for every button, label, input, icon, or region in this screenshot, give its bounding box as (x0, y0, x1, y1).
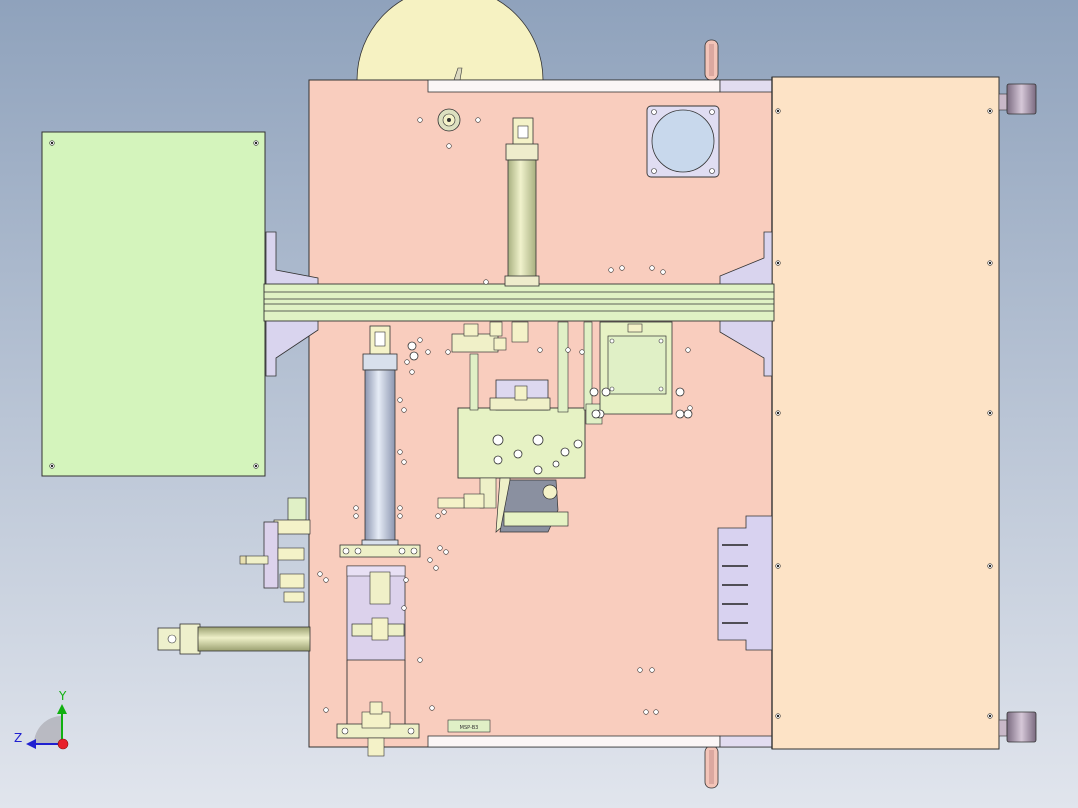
bolt-head (776, 564, 780, 568)
axis-triad: Y Z (14, 689, 69, 750)
bolt-hole (417, 657, 423, 663)
bolt-hole (483, 279, 489, 285)
bolt-hole (353, 505, 359, 511)
z-axis-arrow (26, 739, 36, 749)
bolt-hole-large (409, 351, 419, 361)
cylinder-mount (339, 544, 421, 558)
y-axis-label: Y (58, 689, 67, 703)
z-axis-label: Z (14, 731, 22, 745)
bolt-hole (437, 545, 443, 551)
bolt-hole-large (589, 387, 599, 397)
h-cylinder-body (197, 626, 311, 652)
bolt-hole (433, 565, 439, 571)
bolt-hole (317, 571, 323, 577)
bolt-head (50, 464, 54, 468)
fitting-block (451, 333, 499, 353)
bolt-hole (401, 459, 407, 465)
bolt-hole (643, 709, 649, 715)
bolt-head (50, 141, 54, 145)
bolt-hole (417, 337, 423, 343)
bolt-hole (323, 577, 329, 583)
cylinder-top-body (507, 159, 537, 279)
bolt-hole-large (675, 387, 685, 397)
comb-teeth (722, 544, 748, 624)
bolt-head (254, 141, 258, 145)
bolt-hole (445, 349, 451, 355)
bolt-hole (475, 117, 481, 123)
bolt-head (776, 714, 780, 718)
bolt-head (776, 109, 780, 113)
bolt-head (776, 261, 780, 265)
bolt-hole (687, 405, 693, 411)
bolt-hole-large (675, 409, 685, 419)
bolt-head (988, 411, 992, 415)
valve-block (457, 407, 586, 479)
bolt-hole (619, 265, 625, 271)
bolt-holes (49, 108, 993, 719)
bolt-hole (397, 397, 403, 403)
knob-bottom (1006, 711, 1037, 743)
bottom-slot (427, 735, 721, 748)
bolt-hole (537, 347, 543, 353)
bolt-hole (401, 407, 407, 413)
bolt-hole (404, 359, 410, 365)
bolt-hole (353, 513, 359, 519)
side-lavender-plate (263, 521, 279, 589)
bolt-hole (397, 513, 403, 519)
bolt-hole-large (683, 409, 693, 419)
top-slot (427, 79, 721, 93)
bolt-head (988, 261, 992, 265)
x-axis-dot (57, 738, 69, 750)
knob-top (1006, 83, 1037, 115)
bolt-hole (608, 267, 614, 273)
bolt-hole (579, 349, 585, 355)
comb-block (717, 515, 773, 651)
bolt-hole (565, 347, 571, 353)
bolt-hole (660, 269, 666, 275)
bolt-hole (417, 117, 423, 123)
bolt-hole-large (407, 341, 417, 351)
gussets (265, 231, 773, 377)
plate-label-box (447, 719, 491, 733)
bolt-hole (425, 349, 431, 355)
bolt-head (776, 411, 780, 415)
bolt-hole (649, 667, 655, 673)
bolt-hole (409, 369, 415, 375)
bolt-hole (441, 509, 447, 515)
y-axis-arrow (57, 704, 67, 714)
bolt-hole (649, 265, 655, 271)
bolt-head (988, 109, 992, 113)
bolt-hole (427, 557, 433, 563)
bolt-hole (397, 505, 403, 511)
cylinder-left-body (364, 369, 396, 545)
bolt-hole-large (591, 409, 601, 419)
bolt-hole (685, 347, 691, 353)
bolt-head (988, 564, 992, 568)
horizontal-rail (263, 283, 775, 322)
left-green-panel (41, 131, 266, 477)
bolt-hole (637, 667, 643, 673)
bolt-hole (401, 605, 407, 611)
bolt-head (988, 714, 992, 718)
bolt-hole-large (601, 387, 611, 397)
bolt-hole (323, 707, 329, 713)
rotary-disc (356, 0, 544, 81)
bolt-hole (397, 449, 403, 455)
bolt-hole (446, 143, 452, 149)
bolt-head (254, 464, 258, 468)
bolt-hole (443, 549, 449, 555)
bolt-hole (435, 513, 441, 519)
bolt-hole (403, 577, 409, 583)
motor-body (651, 109, 715, 173)
plate-label: MSP-B3 (460, 725, 479, 731)
bolt-hole (429, 705, 435, 711)
bolt-hole (653, 709, 659, 715)
right-panel (771, 76, 1000, 750)
